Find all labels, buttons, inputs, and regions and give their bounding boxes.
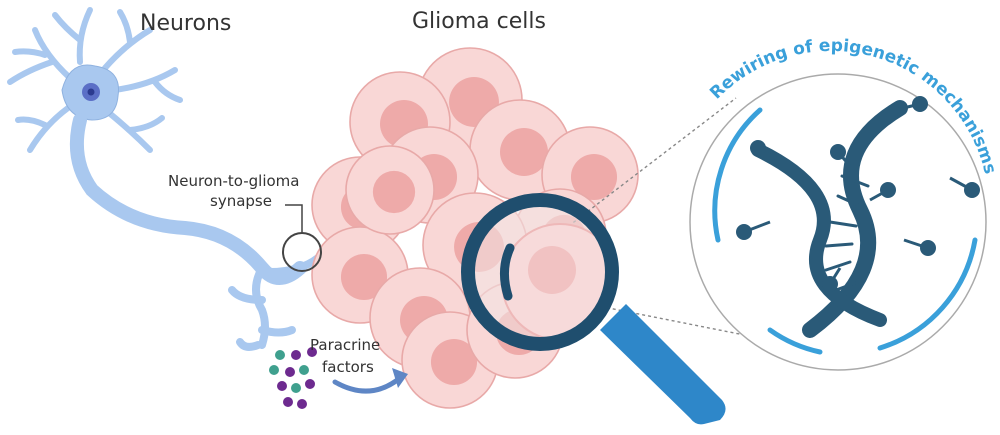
synapse-callout [282, 204, 322, 272]
neurons-label: Neurons [140, 11, 231, 36]
paracrine-label-line1: Paracrine [310, 336, 380, 354]
glioma-cells-label: Glioma cells [412, 9, 546, 34]
synapse-label-line2: synapse [210, 192, 272, 210]
dna-helix [751, 100, 908, 338]
epigenetic-arc-right [877, 237, 978, 351]
epigenetic-arc-bottom [767, 327, 823, 355]
paracrine-particle [291, 350, 301, 360]
methyl-group [822, 267, 842, 292]
methyl-group [949, 176, 980, 198]
methyl-group [903, 238, 936, 256]
synapse-label-line1: Neuron-to-glioma [168, 172, 299, 190]
paracrine-label-line2: factors [322, 358, 374, 376]
paracrine-particle [305, 379, 315, 389]
zoom-connector-lines [539, 97, 821, 351]
methyl-group [830, 144, 852, 167]
magnifying-glass [461, 193, 726, 425]
methyl-group [869, 182, 896, 202]
methyl-groups [736, 96, 980, 292]
magnifier-handle [600, 304, 726, 425]
methyl-group [736, 220, 771, 240]
paracrine-particle [275, 350, 285, 360]
paracrine-particle [283, 397, 293, 407]
neuron-dendrites [7, 7, 183, 153]
paracrine-particle [299, 365, 309, 375]
paracrine-particle [285, 367, 295, 377]
paracrine-particle [277, 381, 287, 391]
epigenetic-arc-left [712, 107, 763, 243]
glioma-cell [345, 145, 435, 235]
paracrine-arrow [332, 368, 408, 394]
methyl-group [750, 140, 779, 162]
paracrine-particle [297, 399, 307, 409]
paracrine-particle [269, 365, 279, 375]
magnifier-rim [461, 193, 619, 351]
synapse-leader-line [285, 204, 303, 233]
epigenetic-panel: Rewiring of epigenetic mechanisms [689, 36, 1000, 371]
paracrine-particle [291, 383, 301, 393]
paracrine-particles [269, 347, 317, 409]
magnifier-glare [500, 243, 515, 301]
methyl-group [894, 96, 928, 112]
paracrine-particle [307, 347, 317, 357]
